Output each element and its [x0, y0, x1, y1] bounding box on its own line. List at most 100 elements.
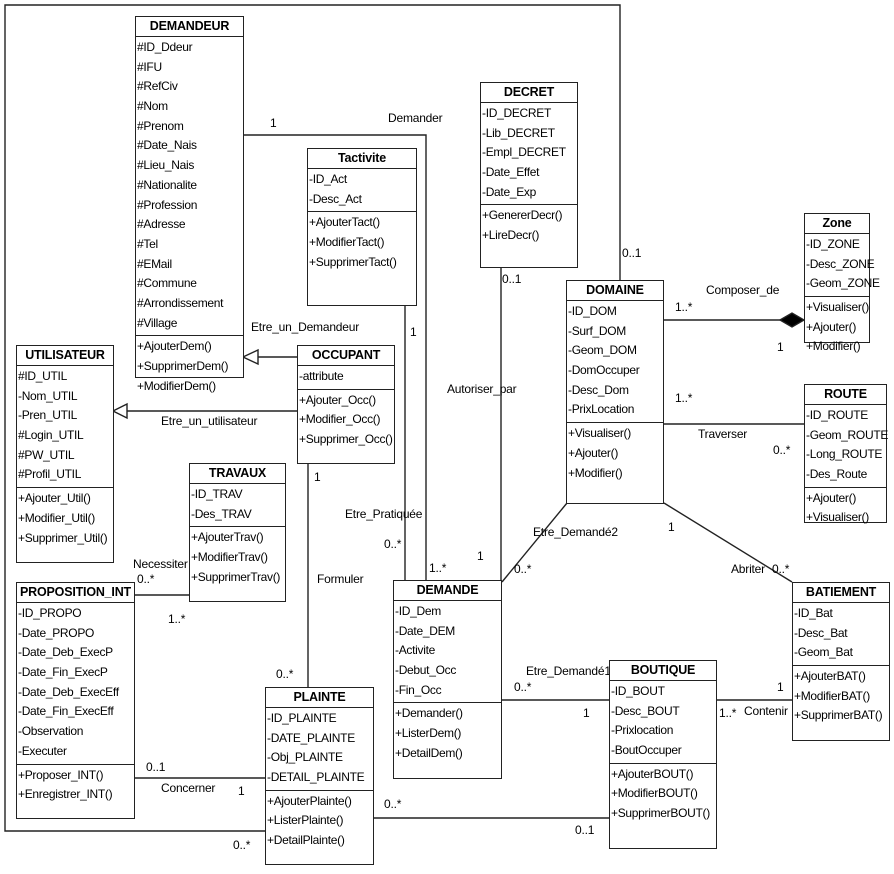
- attributes-section: -ID_Bat-Desc_Bat-Geom_Bat: [793, 603, 889, 667]
- multiplicity-label: 1: [777, 680, 784, 694]
- multiplicity-label: 1: [270, 116, 277, 130]
- method: +Ajouter(): [806, 319, 857, 334]
- attribute: -Geom_ROUTE: [806, 427, 889, 442]
- attribute: #Profil_UTIL: [18, 467, 82, 482]
- attribute: -ID_PLAINTE: [267, 711, 337, 725]
- method: +AjouterTact(): [309, 215, 380, 230]
- class-plainte[interactable]: PLAINTE-ID_PLAINTE-DATE_PLAINTE-Obj_PLAI…: [265, 687, 374, 865]
- class-boutique[interactable]: BOUTIQUE-ID_BOUT-Desc_BOUT-Prixlocation-…: [609, 660, 717, 849]
- attribute: #Arrondissement: [137, 295, 224, 310]
- association-label-etre-pratiquee: Etre_Pratiquée: [345, 507, 423, 521]
- methods-section: +GenererDecr()+LireDecr(): [481, 205, 577, 247]
- attribute: -Executer: [18, 743, 67, 758]
- association-label-concerner: Concerner: [161, 781, 216, 795]
- class-name: OCCUPANT: [298, 346, 394, 366]
- methods-section: +AjouterBOUT()+ModifierBOUT()+SupprimerB…: [610, 764, 716, 826]
- methods-section: +AjouterTact()+ModifierTact()+SupprimerT…: [308, 212, 416, 274]
- method: +AjouterDem(): [137, 339, 212, 354]
- demander-line: [243, 134, 427, 580]
- attribute: -Fin_Occ: [395, 682, 442, 697]
- class-zone[interactable]: Zone-ID_ZONE-Desc_ZONE-Geom_ZONE+Visuali…: [804, 213, 880, 353]
- class-utilisateur[interactable]: UTILISATEUR#ID_UTIL-Nom_UTIL-Pren_UTIL#L…: [16, 345, 114, 563]
- method: +ListerDem(): [395, 726, 462, 741]
- association-label-etre-demande1: Etre_Demandé1: [526, 664, 611, 678]
- multiplicity-label: 0..*: [772, 562, 790, 576]
- attribute: -Date_Deb_ExecEff: [18, 684, 119, 699]
- method: +SupprimerTrav(): [191, 569, 281, 584]
- class-name: Zone: [805, 214, 869, 234]
- multiplicity-label: 0..*: [773, 443, 791, 457]
- methods-section: +AjouterTrav()+ModifierTrav()+SupprimerT…: [190, 527, 285, 589]
- association-label-composer-de: Composer_de: [706, 283, 780, 297]
- attribute: -Obj_PLAINTE: [267, 750, 343, 765]
- class-route[interactable]: ROUTE-ID_ROUTE-Geom_ROUTE-Long_ROUTE-Des…: [804, 384, 889, 524]
- attribute: -Des_Route: [806, 467, 868, 482]
- generalization-arrow-icon: [241, 348, 259, 366]
- association-label-necessiter: Necessiter: [133, 557, 188, 571]
- multiplicity-label: 1: [410, 325, 417, 339]
- attribute: -Geom_Bat: [794, 645, 853, 660]
- attributes-section: -ID_BOUT-Desc_BOUT-Prixlocation-BoutOccu…: [610, 681, 716, 764]
- method: +Modifier(): [806, 339, 861, 354]
- attributes-section: -ID_PROPO-Date_PROPO-Date_Deb_ExecP-Date…: [17, 603, 134, 765]
- attribute: #Prenom: [137, 118, 184, 133]
- attributes-section: -ID_DOM-Surf_DOM-Geom_DOM-DomOccuper-Des…: [567, 301, 663, 424]
- multiplicity-label: 1: [668, 520, 675, 534]
- class-domaine[interactable]: DOMAINE-ID_DOM-Surf_DOM-Geom_DOM-DomOccu…: [566, 280, 664, 504]
- method: +SupprimerDem(): [137, 359, 229, 373]
- multiplicity-label: 1..*: [675, 391, 693, 405]
- attribute: -ID_DECRET: [482, 106, 552, 120]
- method: +Ajouter_Occ(): [299, 392, 376, 407]
- multiplicity-label: 0..*: [137, 572, 155, 586]
- methods-section: +Ajouter_Occ()+Modifier_Occ()+Supprimer_…: [298, 390, 394, 452]
- class-name: DEMANDE: [394, 581, 501, 601]
- attribute: -ID_BOUT: [611, 684, 665, 698]
- attributes-section: -ID_ZONE-Desc_ZONE-Geom_ZONE: [805, 234, 880, 298]
- class-tactivite[interactable]: Tactivite-ID_Act-Desc_Act+AjouterTact()+…: [307, 148, 417, 306]
- association-label-contenir: Contenir: [744, 704, 788, 718]
- attribute: -Activite: [395, 643, 435, 658]
- methods-section: +Visualiser()+Ajouter()+Modifier(): [567, 423, 663, 485]
- methods-section: +Proposer_INT()+Enregistrer_INT(): [17, 765, 134, 807]
- attribute: -Date_DEM: [395, 623, 455, 638]
- association-label-autoriser-par: Autoriser_par: [447, 382, 517, 396]
- attributes-section: -ID_Act-Desc_Act: [308, 169, 416, 213]
- attribute: -ID_ROUTE: [806, 408, 868, 422]
- class-demande[interactable]: DEMANDE-ID_Dem-Date_DEM-Activite-Debut_O…: [393, 580, 502, 779]
- method: +Modifier(): [568, 465, 623, 480]
- attribute: -Nom_UTIL: [18, 388, 78, 403]
- class-batiement[interactable]: BATIEMENT-ID_Bat-Desc_Bat-Geom_Bat+Ajout…: [792, 582, 890, 741]
- class-occupant[interactable]: OCCUPANT -attribute +Ajouter_Occ() +Modifie…: [297, 345, 395, 464]
- attribute: -attribute: [299, 369, 344, 383]
- attribute: -BoutOccuper: [611, 743, 682, 758]
- methods-section: +Visualiser()+Ajouter()+Modifier(): [805, 297, 869, 359]
- attribute: #ID_UTIL: [18, 369, 67, 383]
- attribute: -Date_Effet: [482, 165, 540, 180]
- class-name: PLAINTE: [266, 688, 373, 708]
- attribute: -ID_Act: [309, 172, 347, 186]
- class-demandeur[interactable]: DEMANDEUR#ID_Ddeur#IFU#RefCiv#Nom#Prenom…: [135, 16, 244, 393]
- method: +ModifierTrav(): [191, 550, 268, 565]
- abriter-line: [663, 502, 793, 583]
- multiplicity-label: 0..1: [146, 760, 166, 774]
- class-decret[interactable]: DECRET-ID_DECRET-Lib_DECRET-Empl_DECRET-…: [480, 82, 578, 268]
- attribute: -Surf_DOM: [568, 323, 626, 338]
- class-proposition-int[interactable]: PROPOSITION_INT-ID_PROPO-Date_PROPO-Date…: [16, 582, 135, 819]
- multiplicity-label: 1..*: [719, 706, 737, 720]
- method: +ModifierBOUT(): [611, 786, 698, 801]
- multiplicity-label: 0..*: [233, 838, 251, 852]
- method: +Modifier_Occ(): [299, 412, 381, 427]
- method: +LireDecr(): [482, 228, 540, 243]
- multiplicity-label: 0..1: [502, 272, 522, 286]
- attribute: -ID_PROPO: [18, 606, 82, 620]
- attribute: #Login_UTIL: [18, 428, 84, 443]
- attribute: #RefCiv: [137, 79, 178, 94]
- attribute: -Debut_Occ: [395, 663, 457, 678]
- multiplicity-label: 0..*: [276, 667, 294, 681]
- class-name: DEMANDEUR: [136, 17, 243, 37]
- class-name: ROUTE: [805, 385, 886, 405]
- association-label-formuler: Formuler: [317, 572, 364, 586]
- multiplicity-label: 0..1: [622, 246, 642, 260]
- class-name: BOUTIQUE: [610, 661, 716, 681]
- class-travaux[interactable]: TRAVAUX-ID_TRAV-Des_TRAV+AjouterTrav()+M…: [189, 463, 286, 602]
